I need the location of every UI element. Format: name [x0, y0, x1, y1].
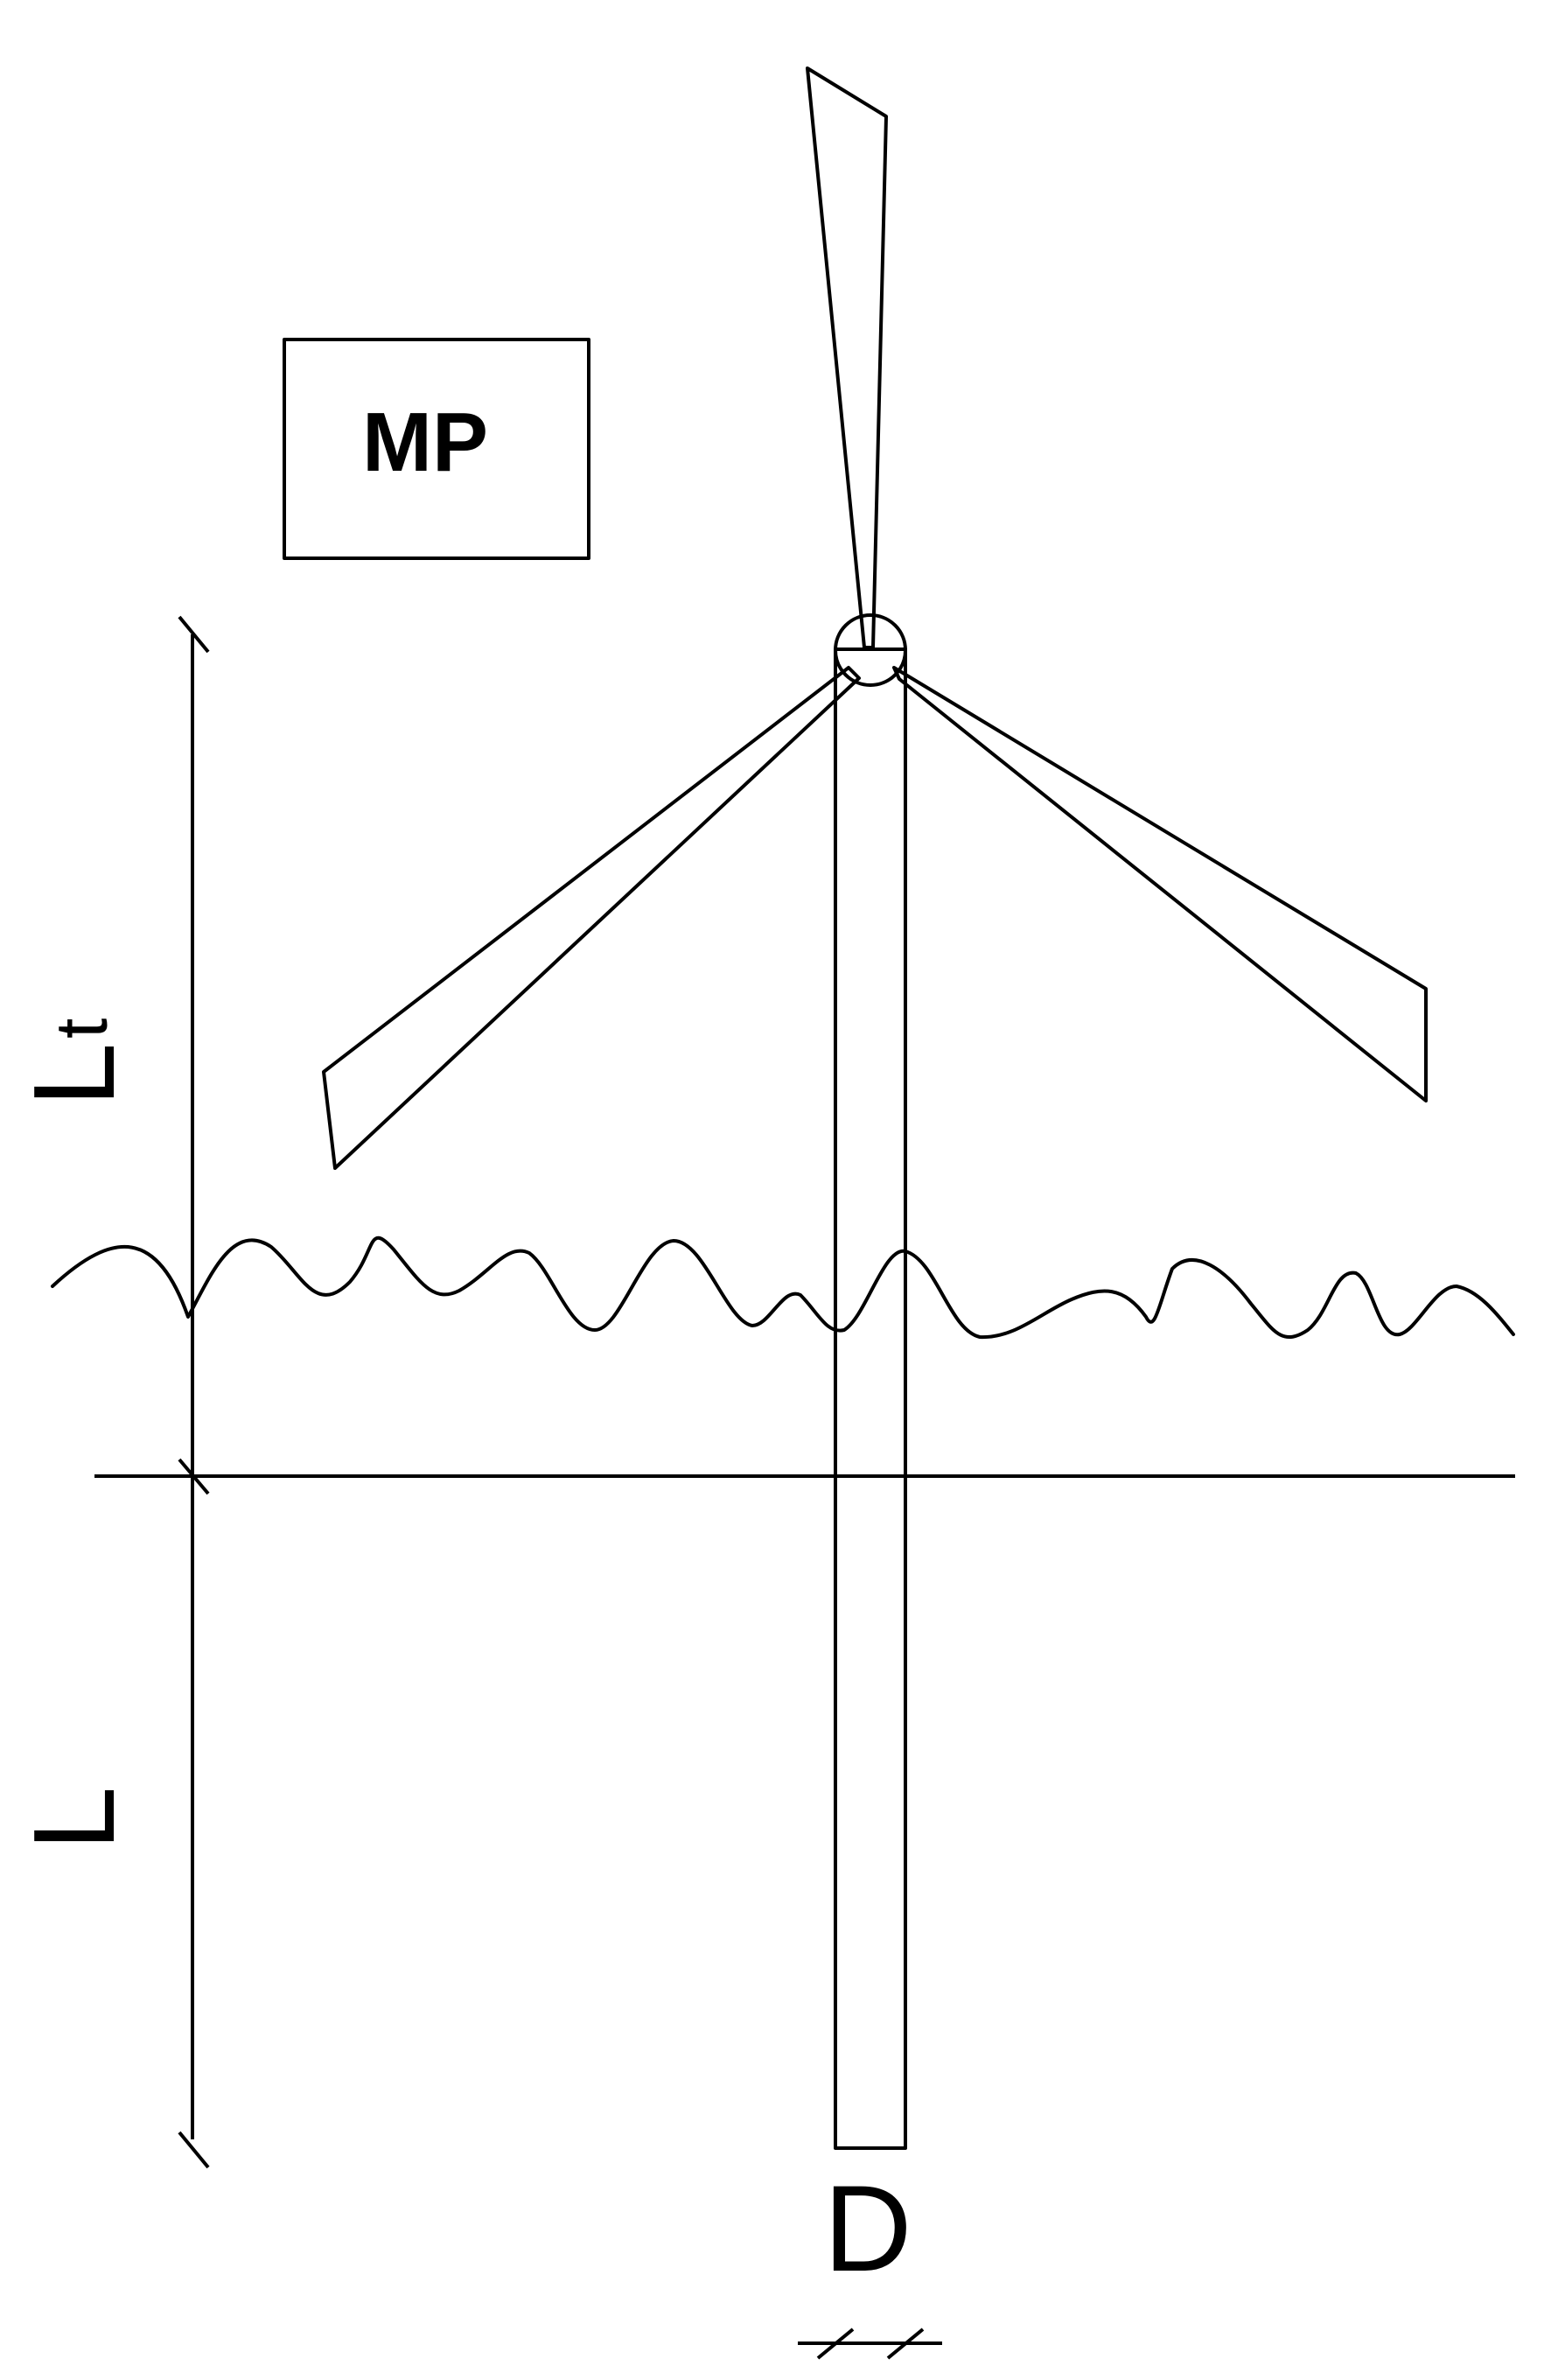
tick-mudline	[178, 1458, 210, 1495]
type-box-frame	[283, 338, 590, 560]
diameter-tick-left	[816, 2328, 855, 2360]
turbine-rotor	[322, 66, 1428, 1170]
blade-right	[892, 666, 1428, 1102]
diameter-tick-right	[886, 2328, 925, 2360]
dimension-line-vertical	[178, 615, 210, 2169]
embedded-length-label: L	[10, 1787, 138, 1851]
tower-height-label: L t	[10, 1018, 138, 1107]
tower-height-symbol: L	[10, 1043, 138, 1107]
dimension-line-horizontal	[798, 2328, 942, 2360]
type-label-box: MP	[283, 338, 590, 560]
monopile-tower	[834, 648, 907, 2150]
tick-top	[178, 615, 210, 654]
sea-surface-wave	[51, 1236, 1515, 1340]
tower-height-subscript: t	[40, 1018, 122, 1039]
blade-left	[322, 666, 861, 1170]
type-box-text: MP	[362, 396, 488, 489]
tick-bottom	[178, 2131, 210, 2169]
blade-top	[806, 66, 888, 649]
diameter-label: D	[823, 2160, 912, 2297]
